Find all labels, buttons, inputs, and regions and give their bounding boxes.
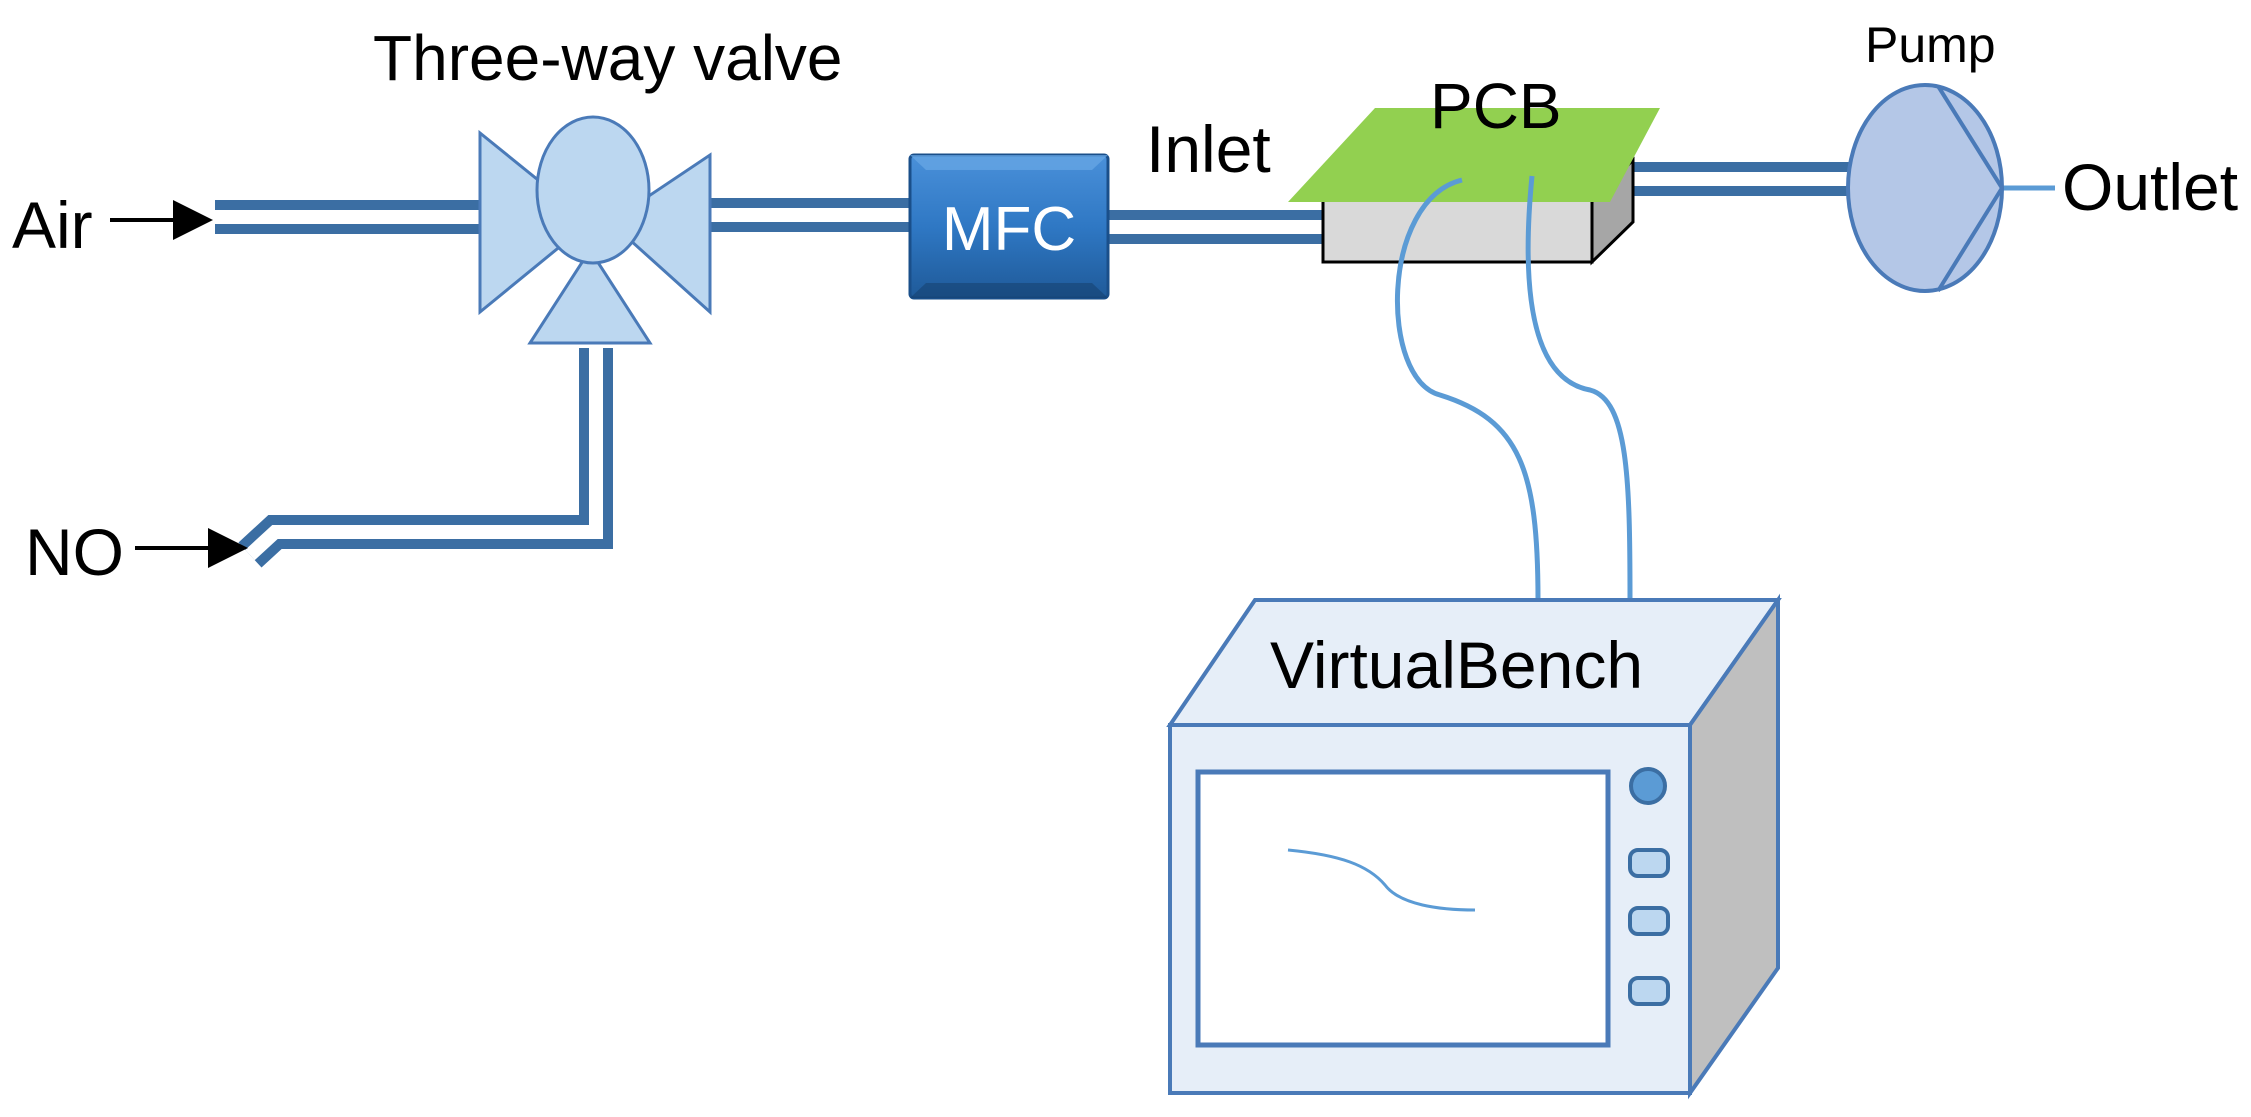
mfc-box: [908, 153, 1110, 300]
air-label: Air: [12, 188, 93, 262]
pcb-label: PCB: [1430, 70, 1562, 142]
inlet-label: Inlet: [1146, 112, 1271, 186]
mfc-label: MFC: [942, 195, 1076, 264]
pipe-mfc-to-pcb: [1108, 210, 1330, 244]
three-way-valve-icon: [478, 115, 712, 345]
oscilloscope-icon: [1166, 593, 1782, 1100]
pump-label: Pump: [1865, 17, 1996, 73]
pipe-no-to-valve: [238, 348, 613, 568]
virtualbench-label: VirtualBench: [1270, 628, 1643, 702]
pipe-air-to-valve: [215, 200, 490, 234]
no-label: NO: [25, 515, 124, 589]
pipe-valve-to-mfc: [700, 198, 910, 232]
outlet-label: Outlet: [2062, 150, 2238, 224]
three-way-valve-label: Three-way valve: [373, 22, 843, 94]
signal-wires: [1394, 175, 1633, 601]
pump-icon: [1846, 83, 2004, 293]
pcb-board: [1288, 108, 1660, 202]
pipe-pcb-to-pump: [1630, 162, 1850, 196]
